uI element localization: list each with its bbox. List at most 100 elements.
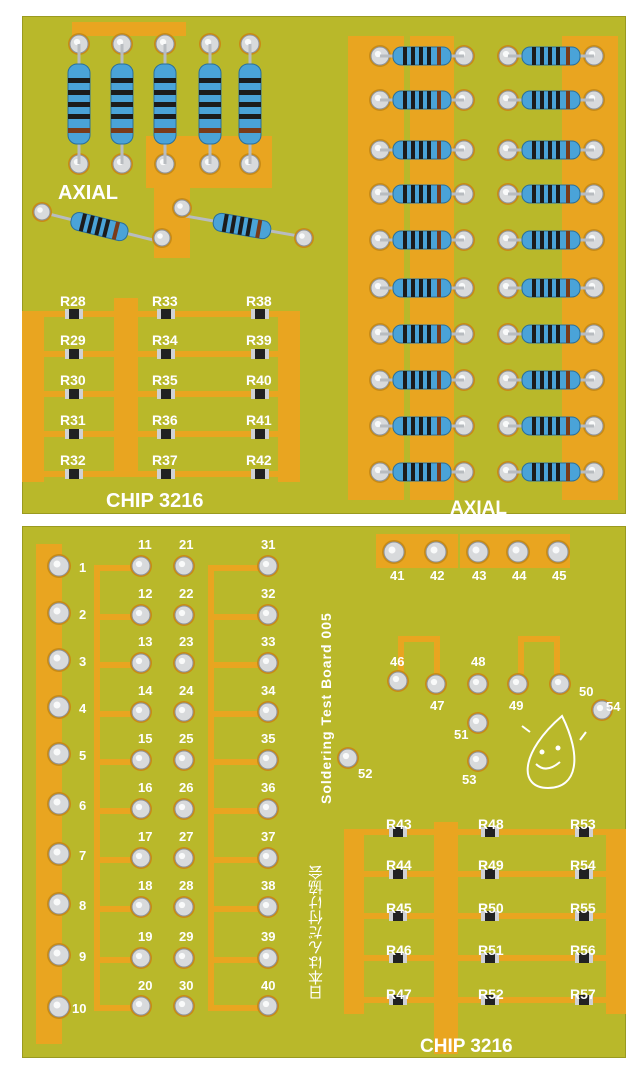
solder-highlight (374, 234, 382, 242)
solder-highlight (472, 755, 480, 763)
ref-label: R40 (246, 372, 272, 388)
chip-terminal (575, 953, 579, 963)
mascot-face (526, 714, 576, 790)
solder-highlight (135, 952, 143, 960)
resistor-band (566, 141, 570, 159)
chip-terminal (251, 429, 255, 439)
ref-label: R34 (152, 332, 178, 348)
chip-resistor (157, 309, 175, 319)
pad-number: 29 (179, 929, 194, 944)
resistor-band (532, 371, 536, 389)
resistor-band (532, 185, 536, 203)
chip-resistor (157, 469, 175, 479)
maker-name: 日本はんだ付け協会 (308, 865, 325, 1000)
resistor-band (556, 279, 560, 297)
resistor-band (556, 91, 560, 109)
chip-terminal (575, 995, 579, 1005)
resistor-band (437, 91, 441, 109)
resistor-band (403, 91, 407, 109)
resistor-band (154, 78, 176, 83)
copper-trace (94, 957, 140, 963)
resistor-band (419, 231, 423, 249)
solder-highlight (299, 233, 305, 239)
resistor-band (437, 325, 441, 343)
solder-highlight (502, 144, 510, 152)
pad-number: 25 (179, 731, 194, 746)
solder-highlight (374, 188, 382, 196)
copper-trace (94, 1005, 140, 1011)
ref-label: R54 (570, 857, 596, 873)
top-test-board: AXIAL AXIAL CHIP 3216 R28 R29 R30 R31 R3… (22, 16, 626, 519)
solder-joint (153, 229, 171, 247)
resistor-band (556, 141, 560, 159)
pad-number: 53 (462, 772, 477, 787)
ref-label: R32 (60, 452, 86, 468)
solder-highlight (502, 94, 510, 102)
copper-trace (208, 711, 260, 717)
chip-resistor (389, 953, 407, 963)
solder-highlight (472, 717, 480, 725)
mascot-eye (555, 745, 561, 751)
resistor-band (548, 417, 552, 435)
resistor-band (68, 90, 90, 95)
chip-resistor (157, 389, 175, 399)
ref-label: R49 (478, 857, 504, 873)
solder-highlight (552, 546, 560, 554)
resistor-band (556, 185, 560, 203)
solder-highlight (374, 328, 382, 336)
resistor-band (199, 102, 221, 107)
chip-terminal (251, 349, 255, 359)
copper-trace (398, 636, 404, 674)
resistor-band (419, 279, 423, 297)
copper-trace (94, 711, 140, 717)
chip-terminal (171, 309, 175, 319)
copper-trace (94, 565, 140, 571)
chip-terminal (495, 869, 499, 879)
resistor-band (68, 102, 90, 107)
resistor-band (566, 371, 570, 389)
resistor-band (556, 231, 560, 249)
resistor-band (548, 325, 552, 343)
resistor-band (548, 279, 552, 297)
resistor-band (556, 417, 560, 435)
resistor-band (403, 185, 407, 203)
solder-joint (173, 199, 191, 217)
resistor-band (68, 128, 90, 133)
resistor-band (111, 78, 133, 83)
copper-trace (208, 614, 260, 620)
solder-highlight (374, 144, 382, 152)
resistor-band (255, 219, 263, 239)
resistor-band (403, 371, 407, 389)
resistor-band (411, 231, 415, 249)
chip-terminal (65, 309, 69, 319)
solder-highlight (374, 374, 382, 382)
copper-trace (208, 759, 260, 765)
copper-trace (208, 1005, 260, 1011)
pad-number: 18 (138, 878, 153, 893)
pad-number: 33 (261, 634, 276, 649)
solder-highlight (178, 609, 186, 617)
chip-terminal (157, 349, 161, 359)
resistor-band (532, 141, 536, 159)
solder-highlight (502, 282, 510, 290)
chip-terminal (389, 953, 393, 963)
mascot-mouth (535, 761, 561, 770)
chip-terminal (251, 469, 255, 479)
pad-number: 6 (79, 798, 87, 813)
chip-resistor (481, 995, 499, 1005)
pad-number: 47 (430, 698, 445, 713)
chip-terminal (265, 309, 269, 319)
chip-terminal (481, 953, 485, 963)
copper-trace (606, 834, 626, 1014)
solder-highlight (596, 704, 604, 712)
diagonal-resistor (182, 212, 302, 240)
resistor-band (548, 231, 552, 249)
resistor-band (548, 47, 552, 65)
chip-label-top: CHIP 3216 (106, 490, 204, 512)
solder-highlight (53, 560, 61, 568)
resistor-band (419, 91, 423, 109)
solder-highlight (374, 282, 382, 290)
solder-highlight (135, 754, 143, 762)
chip-terminal (171, 469, 175, 479)
chip-terminal (495, 953, 499, 963)
